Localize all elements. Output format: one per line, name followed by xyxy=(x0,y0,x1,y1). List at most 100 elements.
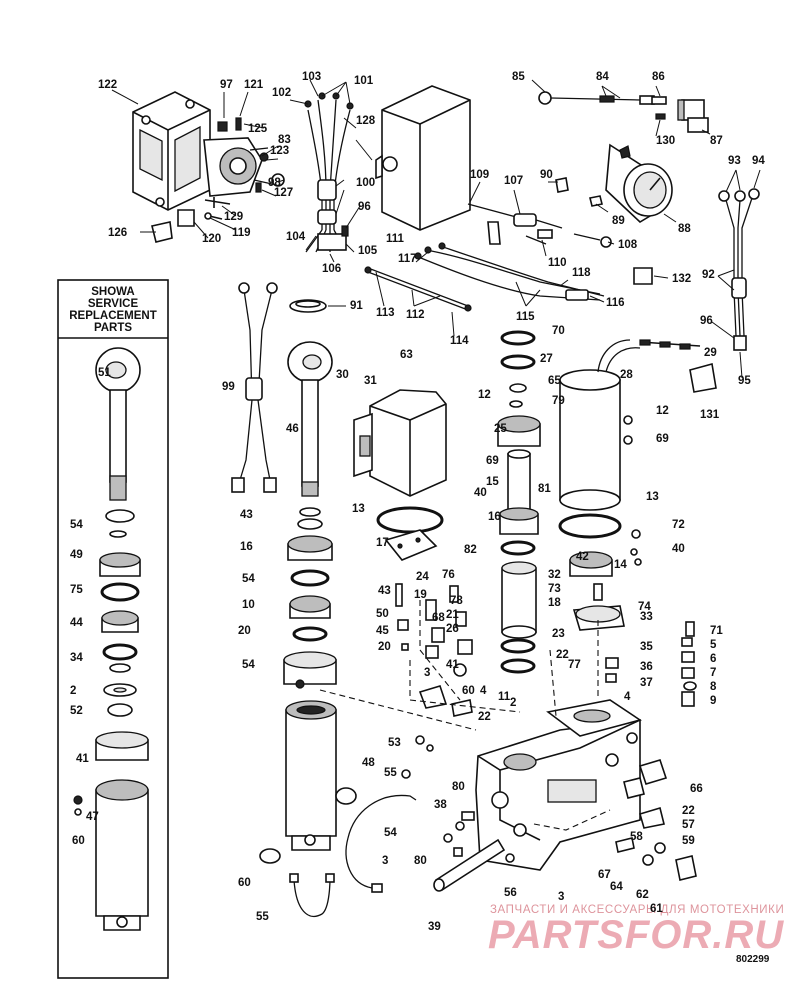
svg-text:SERVICE: SERVICE xyxy=(88,298,139,310)
callout-label: 60 xyxy=(72,835,85,847)
callout-label: 45 xyxy=(376,625,389,637)
callout-label: 54 xyxy=(384,827,397,839)
callout-label: 123 xyxy=(270,145,289,157)
callout-label: 53 xyxy=(388,737,401,749)
callout-label: 60 xyxy=(462,685,475,697)
callout-label: 22 xyxy=(682,805,695,817)
callout-label: 70 xyxy=(552,325,565,337)
callout-label: 90 xyxy=(540,169,553,181)
callout-label: 63 xyxy=(400,349,413,361)
callout-label: 117 xyxy=(398,253,417,265)
callout-label: 101 xyxy=(354,75,374,87)
callout-label: 79 xyxy=(552,395,565,407)
callout-label: 71 xyxy=(710,625,723,637)
callout-label: 50 xyxy=(376,608,389,620)
leader-lines xyxy=(111,79,761,379)
svg-text:PARTS: PARTS xyxy=(94,322,132,334)
relay-small-parts xyxy=(151,117,285,243)
callout-label: 92 xyxy=(702,269,715,281)
callout-label: 118 xyxy=(572,267,591,279)
callout-label: 22 xyxy=(478,711,491,723)
callout-label: 6 xyxy=(710,653,716,665)
callout-label: 34 xyxy=(70,652,83,664)
callout-label: 52 xyxy=(70,705,83,717)
fasteners-misc xyxy=(443,811,515,863)
callout-label: 67 xyxy=(598,869,611,881)
callout-label: 10 xyxy=(242,599,255,611)
callout-label: 3 xyxy=(558,891,564,903)
clamp-91 xyxy=(289,299,327,313)
callout-label: 30 xyxy=(336,369,349,381)
callout-label: 103 xyxy=(302,71,321,83)
callout-label: 25 xyxy=(494,423,507,435)
callout-label: 51 xyxy=(98,367,111,379)
callout-label: 99 xyxy=(222,381,235,393)
callout-label: 81 xyxy=(538,483,551,495)
callout-label: 13 xyxy=(646,491,659,503)
callout-label: 40 xyxy=(474,487,487,499)
callout-label: 119 xyxy=(232,227,251,239)
callout-label: 62 xyxy=(636,889,649,901)
callout-label: 61 xyxy=(650,903,663,915)
showa-box xyxy=(57,279,169,979)
callout-label: 96 xyxy=(700,315,713,327)
dashed-guides xyxy=(319,600,611,831)
callout-label: 47 xyxy=(86,811,99,823)
callout-label: 108 xyxy=(618,239,638,251)
callout-label: 16 xyxy=(240,541,253,553)
misc-left-parts xyxy=(259,735,434,917)
callout-label: 130 xyxy=(656,135,675,147)
callout-label: 2 xyxy=(510,697,516,709)
showa-box-title: SHOWA SERVICE REPLACEMENT PARTS xyxy=(69,286,157,334)
motor-cover xyxy=(353,389,447,497)
callout-label: 66 xyxy=(690,783,703,795)
callout-label: 17 xyxy=(376,537,389,549)
end-cap-parts xyxy=(569,529,642,631)
callout-label: 36 xyxy=(640,661,653,673)
callout-label: 26 xyxy=(446,623,459,635)
callout-label: 12 xyxy=(656,405,669,417)
callout-label: 94 xyxy=(752,155,765,167)
callout-label: 4 xyxy=(624,691,631,703)
callout-label: 113 xyxy=(376,307,395,319)
callout-label: 88 xyxy=(678,223,691,235)
callout-label: 64 xyxy=(610,881,623,893)
svg-text:PARTSFOR.RU: PARTSFOR.RU xyxy=(488,913,784,957)
callout-label: 115 xyxy=(516,311,535,323)
callout-label: 46 xyxy=(286,423,299,435)
callout-label: 127 xyxy=(274,187,293,199)
callout-label: 4 xyxy=(480,685,487,697)
callout-label: 75 xyxy=(70,584,83,596)
callout-label: 28 xyxy=(620,369,633,381)
callout-label: 12 xyxy=(478,389,491,401)
callout-label: 33 xyxy=(640,611,653,623)
callout-label: 37 xyxy=(640,677,653,689)
callout-label: 65 xyxy=(548,375,561,387)
callout-label: 2 xyxy=(70,685,76,697)
trim-gauge xyxy=(555,143,673,248)
valve-parts xyxy=(395,583,473,717)
callout-label: 19 xyxy=(414,589,427,601)
callout-label: 69 xyxy=(656,433,669,445)
pump-body xyxy=(475,699,642,871)
callout-label: 55 xyxy=(256,911,269,923)
callout-label: 97 xyxy=(220,79,233,91)
callout-label: 44 xyxy=(70,617,83,629)
callout-label: 132 xyxy=(672,273,691,285)
callout-label: 60 xyxy=(238,877,251,889)
callout-label: 5 xyxy=(710,639,717,651)
callout-label: 31 xyxy=(364,375,377,387)
callout-label: 3 xyxy=(424,667,430,679)
callout-label: 48 xyxy=(362,757,375,769)
callout-label: 41 xyxy=(446,659,459,671)
harness-107 xyxy=(467,203,563,245)
callout-label: 74 xyxy=(638,601,651,613)
callout-label: 57 xyxy=(682,819,695,831)
callout-label: 104 xyxy=(286,231,306,243)
callout-label: 91 xyxy=(350,300,363,312)
callout-label: 7 xyxy=(710,667,716,679)
callout-label: 80 xyxy=(452,781,465,793)
callout-label: 128 xyxy=(356,115,376,127)
reservoir-gasket xyxy=(376,506,444,561)
